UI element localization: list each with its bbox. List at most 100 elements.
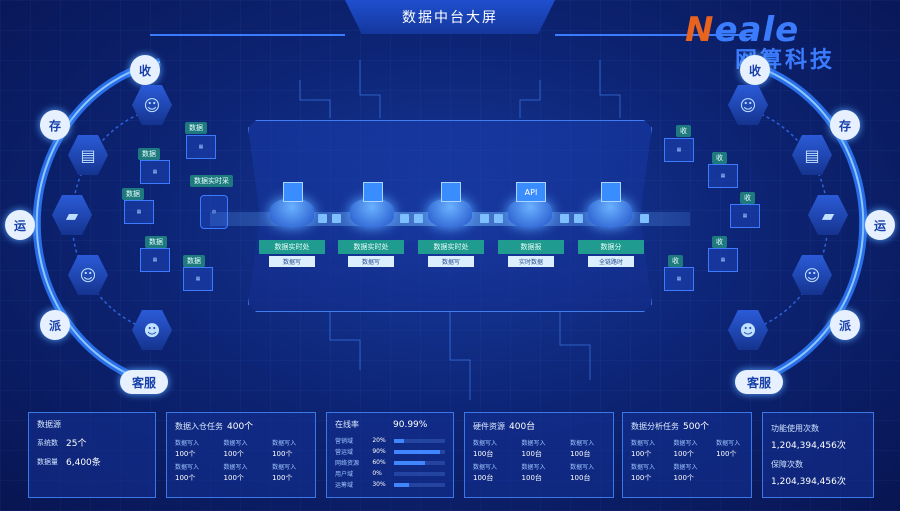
server-icon: ▤ bbox=[792, 135, 832, 175]
stage-title: 数据实时处 bbox=[418, 240, 484, 254]
pipeline-stage-3: 数据实时处 数据写 bbox=[418, 240, 484, 267]
left-tag: 数据 bbox=[138, 148, 160, 160]
rate-bar bbox=[393, 449, 446, 454]
card-usage: 功能使用次数 1,204,394,456次 保障次数 1,204,394,456… bbox=[762, 412, 874, 498]
left-tag: 数据 bbox=[145, 236, 167, 248]
right-tag: 收 bbox=[668, 255, 683, 267]
usage-label: 功能使用次数 bbox=[771, 424, 819, 433]
logo-brand-n: N bbox=[685, 10, 715, 50]
stage-sub: 实时数据 bbox=[508, 256, 554, 267]
service-agent-icon: ☻ bbox=[132, 310, 172, 350]
data-packet bbox=[574, 214, 583, 223]
fault-value: 1,204,394,456次 bbox=[771, 477, 846, 487]
rate-bar bbox=[393, 460, 446, 465]
worker-icon: ☺ bbox=[132, 85, 172, 125]
api-label: API bbox=[516, 182, 546, 202]
stage-title: 数据实时处 bbox=[338, 240, 404, 254]
data-volume-label: 数据量 bbox=[37, 457, 58, 466]
process-platform bbox=[428, 182, 472, 228]
arc-label-left-dispatch: 派 bbox=[40, 310, 70, 340]
screen-title-bar: 数据中台大屏 bbox=[345, 0, 555, 34]
right-tag: 收 bbox=[676, 125, 691, 137]
rate-name: 运筹域 bbox=[335, 482, 354, 489]
rate-name: 用户域 bbox=[335, 471, 354, 478]
card-title: 数据入仓任务 bbox=[175, 422, 223, 431]
right-tag: 收 bbox=[712, 236, 727, 248]
kefu-label-left: 客服 bbox=[120, 370, 168, 394]
data-packet bbox=[332, 214, 341, 223]
pipeline-stage-4: 数据报 实时数据 bbox=[498, 240, 564, 267]
rate-bar-fill bbox=[393, 449, 440, 454]
truck-icon: ▰ bbox=[52, 195, 92, 235]
arc-label-right-dispatch: 派 bbox=[830, 310, 860, 340]
right-tag: 收 bbox=[740, 192, 755, 204]
usage-value: 1,204,394,456次 bbox=[771, 441, 846, 451]
stage-title: 数据分 bbox=[578, 240, 644, 254]
pipeline-stage-2: 数据实时处 数据写 bbox=[338, 240, 404, 267]
card-title: 数据分析任务 bbox=[631, 422, 679, 431]
arc-label-left-store: 存 bbox=[40, 110, 70, 140]
rate-bar-fill bbox=[393, 438, 405, 443]
data-packet bbox=[414, 214, 423, 223]
stage-sub: 数据写 bbox=[269, 256, 315, 267]
data-packet bbox=[494, 214, 503, 223]
rate-bar-fill bbox=[393, 460, 425, 465]
arc-label-left-receive: 收 bbox=[130, 55, 160, 85]
db-icon: ▦ bbox=[140, 160, 170, 184]
rate-bar bbox=[393, 482, 446, 487]
db-icon: ▦ bbox=[124, 200, 154, 224]
stage-sub: 数据写 bbox=[428, 256, 474, 267]
stage-sub: 数据写 bbox=[348, 256, 394, 267]
db-icon: ▦ bbox=[664, 267, 694, 291]
fault-label: 保障次数 bbox=[771, 460, 803, 469]
pipeline-stage-5: 数据分 全链路时 bbox=[578, 240, 644, 267]
left-tag: 数据 bbox=[122, 188, 144, 200]
stage-title: 数据实时处 bbox=[259, 240, 325, 254]
online-rate-value: 90.99% bbox=[393, 420, 428, 430]
rate-pct: 30% bbox=[372, 481, 386, 488]
worker-icon: ☺ bbox=[728, 85, 768, 125]
arc-label-right-receive: 收 bbox=[740, 55, 770, 85]
db-icon: ▦ bbox=[186, 135, 216, 159]
data-packet bbox=[400, 214, 409, 223]
card-title: 硬件资源 bbox=[473, 422, 505, 431]
card-title: 数据源 bbox=[37, 420, 61, 429]
rate-name: 营销域 bbox=[335, 438, 354, 445]
process-platform bbox=[270, 182, 314, 228]
title-line-right bbox=[555, 34, 755, 36]
rate-pct: 20% bbox=[372, 437, 386, 444]
card-count: 400台 bbox=[509, 422, 536, 432]
db-icon: ▦ bbox=[140, 248, 170, 272]
api-platform: API bbox=[508, 182, 552, 228]
rate-bar bbox=[393, 471, 446, 476]
rate-bar bbox=[393, 438, 446, 443]
rate-pct: 90% bbox=[372, 448, 386, 455]
kefu-label-right: 客服 bbox=[735, 370, 783, 394]
data-volume-value: 6,400条 bbox=[66, 458, 101, 468]
left-tag-realtime: 数据实时采 bbox=[190, 175, 233, 187]
card-count: 500个 bbox=[683, 422, 710, 432]
service-agent-icon: ☻ bbox=[728, 310, 768, 350]
rate-bar-fill bbox=[393, 482, 410, 487]
courier-icon: ☺ bbox=[792, 255, 832, 295]
left-tag: 数据 bbox=[185, 122, 207, 134]
data-packet bbox=[318, 214, 327, 223]
server-icon: ▤ bbox=[68, 135, 108, 175]
data-packet bbox=[640, 214, 649, 223]
